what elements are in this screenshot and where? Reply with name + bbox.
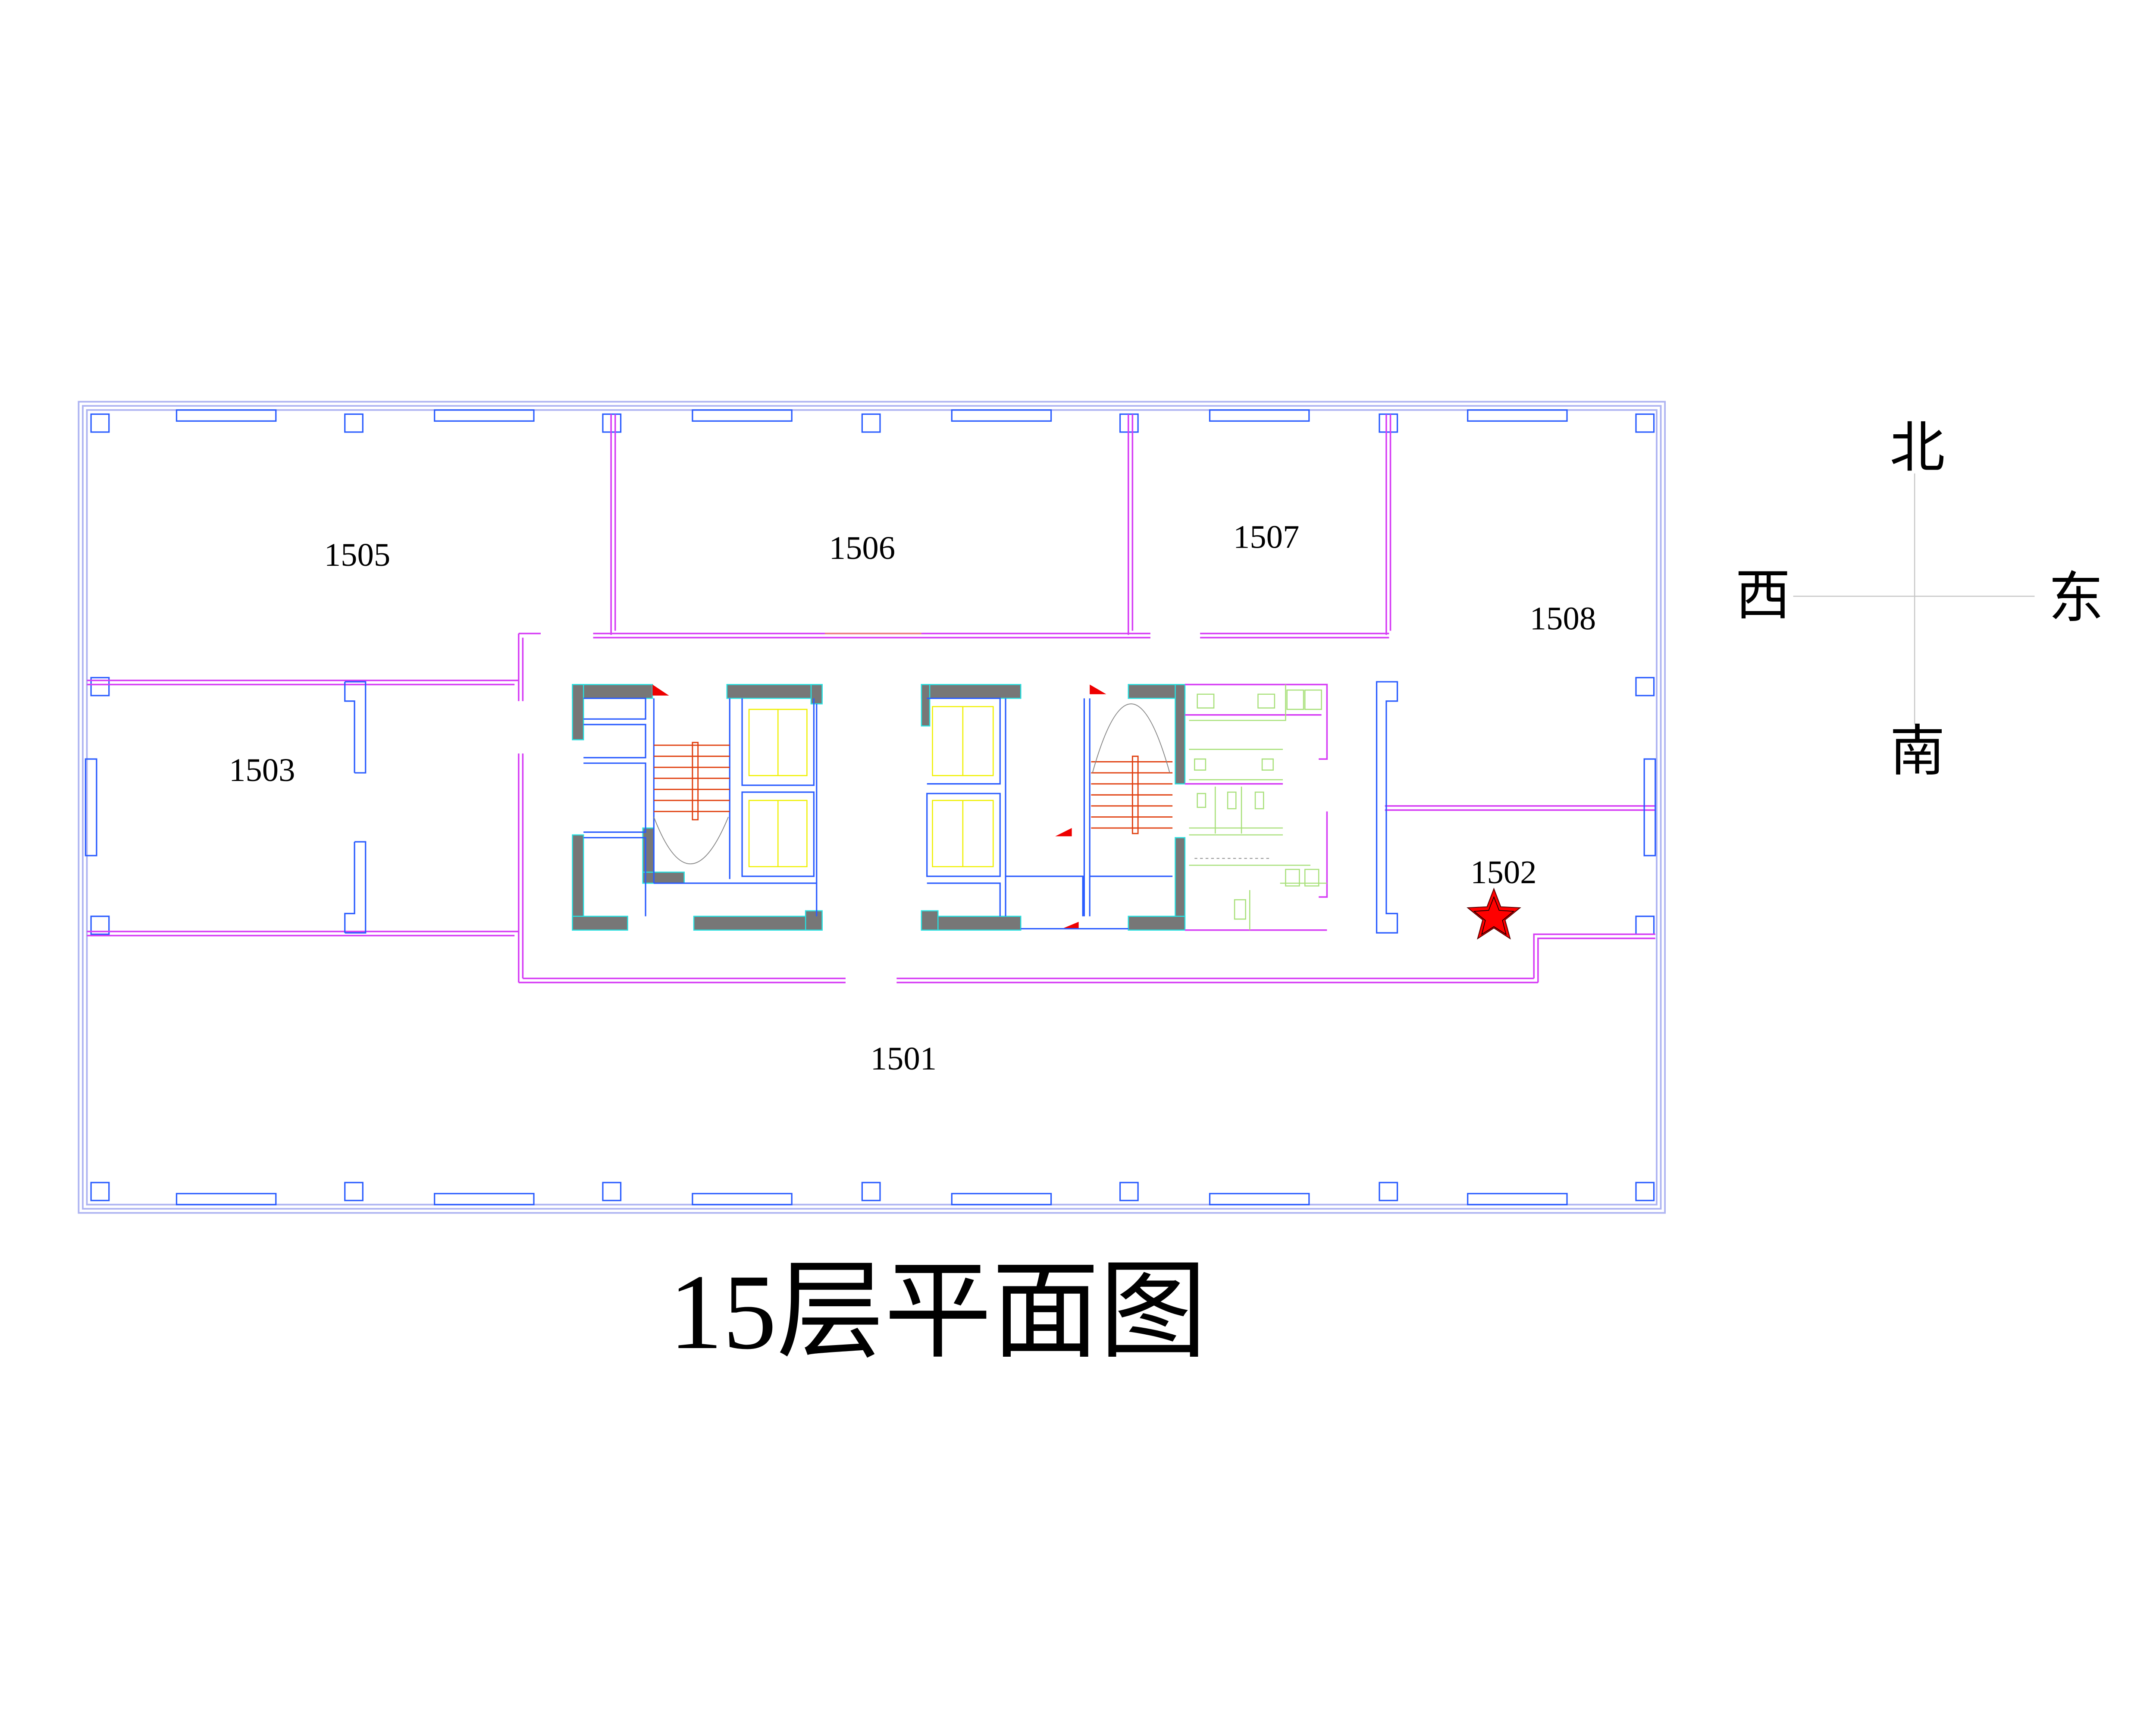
column	[90, 1182, 110, 1201]
window	[175, 409, 277, 422]
windows	[175, 409, 1568, 1205]
column	[1119, 1182, 1139, 1201]
window	[175, 1193, 277, 1205]
restrooms	[1185, 684, 1328, 931]
compass-north: 北	[1890, 416, 1945, 480]
window	[1467, 1193, 1568, 1205]
column	[90, 413, 110, 433]
room-label-1507: 1507	[1233, 519, 1300, 555]
compass: 北 南 西 东	[1735, 416, 2103, 784]
building-outline	[78, 401, 1666, 1214]
column	[90, 677, 110, 696]
column	[1635, 677, 1655, 696]
column	[1635, 916, 1655, 935]
window	[434, 1193, 535, 1205]
column	[1379, 1182, 1398, 1201]
room-label-1502: 1502	[1470, 854, 1537, 891]
column	[344, 413, 364, 433]
column	[1379, 413, 1398, 433]
window	[1209, 409, 1310, 422]
compass-west: 西	[1735, 563, 1790, 627]
plan-title: 15层平面图	[669, 1252, 1207, 1371]
window	[434, 409, 535, 422]
column	[861, 1182, 881, 1201]
column	[90, 916, 110, 935]
window	[692, 409, 793, 422]
column	[1635, 413, 1655, 433]
compass-east: 东	[2048, 566, 2103, 630]
partition-walls	[87, 414, 1655, 984]
window	[951, 1193, 1052, 1205]
column	[1635, 1182, 1655, 1201]
room-label-1501: 1501	[871, 1040, 937, 1077]
column	[602, 1182, 622, 1201]
star-icon	[1467, 888, 1521, 940]
room-label-1508: 1508	[1530, 600, 1596, 637]
column	[344, 1182, 364, 1201]
column	[861, 413, 881, 433]
columns	[90, 413, 1655, 1201]
room-labels: 1505 1506 1507 1508 1503 1502 1501	[229, 519, 1596, 1077]
room-label-1503: 1503	[229, 752, 295, 788]
window	[692, 1193, 793, 1205]
right-core	[921, 684, 1186, 931]
window	[1209, 1193, 1310, 1205]
left-core	[572, 684, 823, 931]
room-label-1506: 1506	[829, 530, 896, 566]
window	[1467, 409, 1568, 422]
structural-pillars	[85, 681, 1656, 934]
room-label-1505: 1505	[324, 536, 391, 573]
compass-south: 南	[1890, 719, 1945, 784]
window	[951, 409, 1052, 422]
